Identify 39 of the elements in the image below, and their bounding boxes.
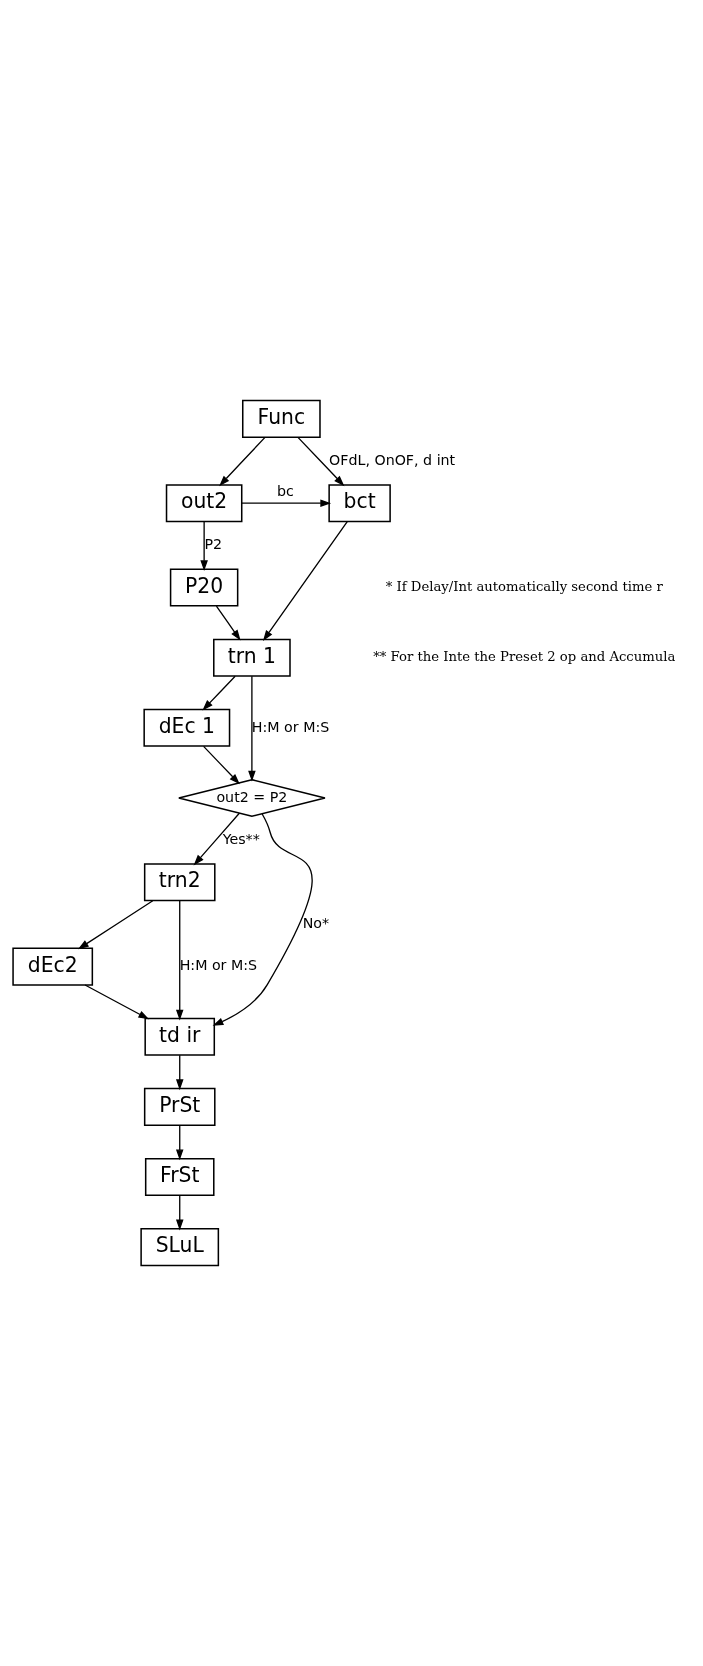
arrow xyxy=(175,1194,183,1231)
node-box: td ir xyxy=(143,1017,215,1056)
edge-label: H:M or M:S xyxy=(251,718,329,735)
arrow xyxy=(175,900,183,1021)
edge-label: bc xyxy=(276,483,294,500)
arrow xyxy=(201,675,236,711)
node-box: bct xyxy=(327,484,391,523)
arrow xyxy=(212,813,313,1026)
node-box: dEc2 xyxy=(11,947,93,986)
edge-label: P2 xyxy=(203,536,222,553)
label: ** For the Inte the Preset 2 op and Accumula xyxy=(372,649,675,665)
arrow xyxy=(175,1054,183,1091)
arrow xyxy=(202,745,240,785)
node-box: PrSt xyxy=(143,1087,216,1126)
node-box: P20 xyxy=(169,568,238,607)
edge-label: H:M or M:S xyxy=(179,957,257,974)
arrow xyxy=(215,605,241,641)
node-box: trn 1 xyxy=(212,638,291,677)
node-box: trn2 xyxy=(143,863,216,902)
arrow xyxy=(240,499,331,507)
node-box: out2 xyxy=(165,484,242,523)
edge-label: OFdL, OnOF, d int xyxy=(328,451,455,468)
arrow xyxy=(175,1124,183,1161)
arrow xyxy=(218,436,266,487)
edge-label: Yes** xyxy=(222,830,260,847)
arrow xyxy=(296,436,344,487)
arrow xyxy=(77,900,153,950)
arrow xyxy=(83,984,149,1020)
node-box: FrSt xyxy=(144,1157,215,1197)
node-box: Func xyxy=(241,399,321,438)
arrow xyxy=(199,521,208,572)
arrow xyxy=(262,521,348,642)
node-diamond: out2 = P2 xyxy=(177,778,326,817)
arrow xyxy=(247,675,256,782)
label: * If Delay/Int automatically second time r xyxy=(385,579,663,595)
node-box: SLuL xyxy=(139,1228,219,1267)
node-box: dEc 1 xyxy=(142,708,230,747)
arrow xyxy=(193,812,240,866)
edge-label: No* xyxy=(302,915,329,932)
